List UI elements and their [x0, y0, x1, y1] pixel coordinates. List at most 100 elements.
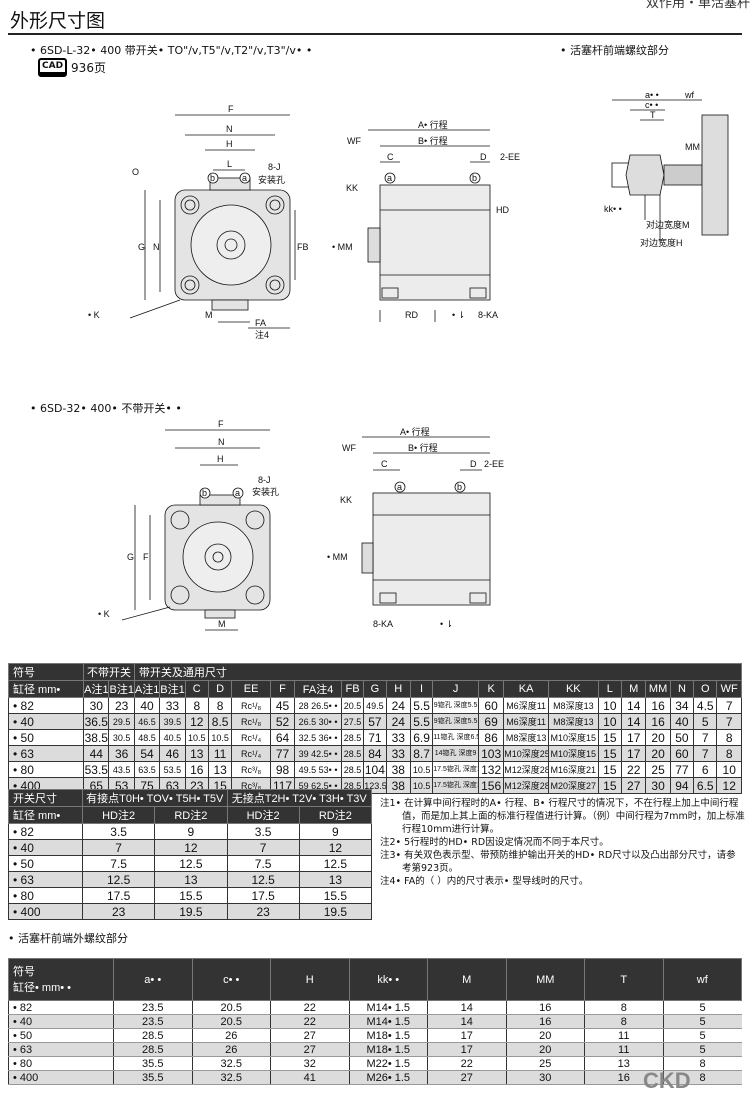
svg-text:b: b	[472, 173, 477, 183]
table-cell: 20.5	[340, 697, 365, 714]
table-cell: Rc¹/₈	[231, 713, 271, 730]
table-cell: 40	[669, 713, 695, 730]
table-cell: M10深度15	[547, 745, 599, 762]
table-cell: 33	[385, 745, 411, 762]
table-cell: 8	[184, 697, 209, 714]
column-header: C	[184, 680, 209, 698]
table-cell: 17.5	[226, 887, 300, 904]
table-cell: Rc³/₈	[231, 761, 271, 778]
cad-link[interactable]: CAD 936页	[38, 58, 106, 77]
table-cell: 60	[669, 745, 695, 762]
table-cell: 11	[584, 1042, 663, 1057]
table-cell: 20	[645, 729, 671, 746]
column-header: J	[432, 680, 479, 698]
table-cell: 7	[716, 713, 742, 730]
svg-text:F: F	[218, 419, 224, 429]
table-cell: 36.5	[83, 713, 110, 730]
column-header: RD注2	[298, 806, 373, 824]
table-cell: 7.5	[226, 855, 300, 872]
table-cell: 10	[597, 713, 623, 730]
table-cell: M20深度27	[547, 777, 599, 794]
table-cell: 5	[662, 1042, 742, 1057]
ckd-logo: CKD	[643, 1068, 691, 1093]
table-cell: 32.5	[191, 1070, 271, 1085]
table-cell: 11锪孔 深度6.5	[432, 729, 479, 746]
bore-cell: • 40	[8, 1014, 114, 1029]
table-cell: 13	[184, 745, 209, 762]
table-cell: 27	[427, 1070, 506, 1085]
table-cell: 10.5	[184, 729, 209, 746]
table-cell: 30	[83, 697, 110, 714]
table-cell: 12.5	[226, 871, 300, 888]
table-cell: 16	[645, 697, 671, 714]
table-cell: 8	[662, 1070, 742, 1085]
table-cell: 24	[385, 713, 411, 730]
table-cell: M14• 1.5	[348, 1014, 428, 1029]
table-cell: 17	[427, 1028, 506, 1043]
table-cell: 8	[662, 1056, 742, 1071]
table-cell: 12	[154, 839, 228, 856]
table-cell: 8.5	[207, 713, 233, 730]
bore-cell: • 63	[7, 745, 85, 762]
table-cell: 5	[693, 713, 718, 730]
table-cell: 16	[505, 1014, 585, 1029]
table-cell: M22• 1.5	[348, 1056, 428, 1071]
table-cell: 60	[477, 697, 505, 714]
table-cell: 30	[645, 777, 671, 794]
table-cell: 3.5	[81, 823, 156, 840]
svg-text:a: a	[387, 173, 392, 183]
column-header: FA注4	[294, 680, 342, 698]
table-cell: 16	[505, 1000, 585, 1015]
bore-cell: • 50	[8, 1028, 114, 1043]
rod-end-label: • 活塞杆前端螺纹部分	[560, 44, 669, 57]
column-header: I	[409, 680, 434, 698]
table-cell: 5	[662, 1000, 742, 1015]
table-cell: 5	[662, 1028, 742, 1043]
table-cell: 20.5	[191, 1000, 271, 1015]
column-header: M	[427, 958, 507, 1001]
table-cell: 23.5	[113, 1014, 192, 1029]
table-cell: 7	[693, 729, 718, 746]
column-header: K	[477, 680, 505, 698]
column-header: A注1	[83, 680, 110, 698]
bore-cell: • 40	[8, 839, 83, 856]
svg-text:WF: WF	[342, 443, 356, 453]
column-header: H	[270, 958, 350, 1001]
svg-text:HD: HD	[496, 205, 509, 215]
table-cell: Rc¹/₄	[231, 745, 271, 762]
table-cell: 26	[191, 1028, 271, 1043]
column-header: G	[363, 680, 387, 698]
svg-text:8-KA: 8-KA	[478, 310, 498, 320]
column-header: A注1	[133, 680, 161, 698]
bore-cell: • 400	[8, 1070, 114, 1085]
table-cell: 17	[621, 745, 647, 762]
table-cell: 50	[669, 729, 695, 746]
table-cell: 4.5	[693, 697, 718, 714]
table-cell: 25	[505, 1056, 585, 1071]
svg-text:T: T	[650, 110, 656, 120]
column-header: KK	[547, 680, 599, 698]
contact-switch-header: 有接点T0H• TOV• T5H• T5V	[82, 789, 228, 807]
svg-text:A• 行程: A• 行程	[418, 119, 448, 130]
table-cell: 27.5	[340, 713, 365, 730]
table-cell: 13	[154, 871, 228, 888]
table-cell: 17.5锪孔 深度11	[432, 761, 479, 778]
svg-text:8-J: 8-J	[268, 162, 281, 172]
table-cell: 14	[621, 713, 647, 730]
svg-text:注4: 注4	[255, 329, 269, 340]
table-cell: 39 42.5• •	[294, 745, 342, 762]
table-cell: 52	[269, 713, 296, 730]
table-cell: 26	[191, 1042, 271, 1057]
bore-cell: • 82	[7, 697, 85, 714]
bore-cell: • 80	[7, 761, 85, 778]
table-cell: 12	[184, 713, 209, 730]
table-cell: 28.5	[113, 1042, 192, 1057]
